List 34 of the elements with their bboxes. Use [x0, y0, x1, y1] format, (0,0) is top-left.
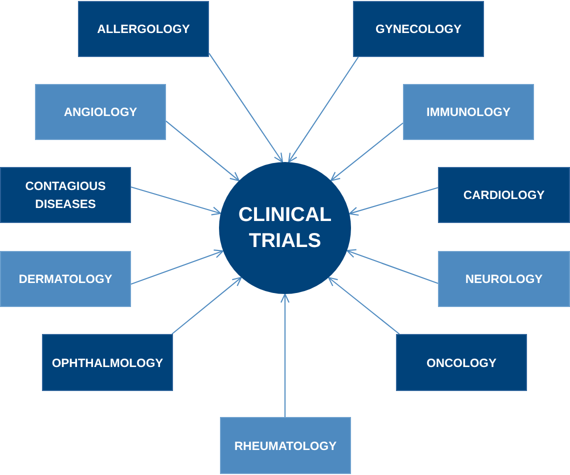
specialty-label: GYNECOLOGY — [375, 21, 462, 38]
specialty-box — [396, 334, 527, 391]
specialty-label: OPHTHALMOLOGY — [52, 354, 164, 372]
specialty-box — [220, 417, 351, 474]
arrow — [330, 122, 404, 182]
specialty-label: RHEUMATOLOGY — [234, 438, 337, 454]
arrow — [348, 187, 438, 216]
specialty-label: CONTAGIOUS DISEASES — [24, 178, 107, 213]
specialty-box — [438, 167, 570, 223]
specialty-box — [0, 251, 131, 307]
specialty-label: ONCOLOGY — [426, 354, 496, 372]
specialty-label: DERMATOLOGY — [18, 271, 112, 288]
arrow — [166, 120, 240, 182]
specialty-box — [0, 167, 131, 223]
arrow — [130, 186, 222, 216]
specialty-label: ANGIOLOGY — [64, 104, 138, 121]
specialty-box — [78, 1, 209, 57]
specialty-label: IMMUNOLOGY — [426, 104, 510, 121]
specialty-label: NEUROLOGY — [465, 271, 543, 288]
arrow — [346, 249, 438, 284]
specialty-box — [353, 1, 484, 57]
specialty-box — [35, 84, 166, 140]
specialty-box — [42, 334, 173, 391]
specialty-label: CARDIOLOGY — [463, 187, 545, 204]
arrow — [172, 276, 242, 334]
arrow — [328, 276, 400, 334]
arrow — [288, 56, 359, 163]
arrow — [280, 293, 290, 417]
arrow — [208, 52, 284, 163]
specialty-box — [438, 251, 570, 307]
arrow — [130, 249, 224, 285]
center-label: CLINICAL TRIALS — [237, 203, 333, 254]
specialty-box — [403, 84, 534, 140]
specialty-label: ALLERGOLOGY — [97, 21, 190, 38]
